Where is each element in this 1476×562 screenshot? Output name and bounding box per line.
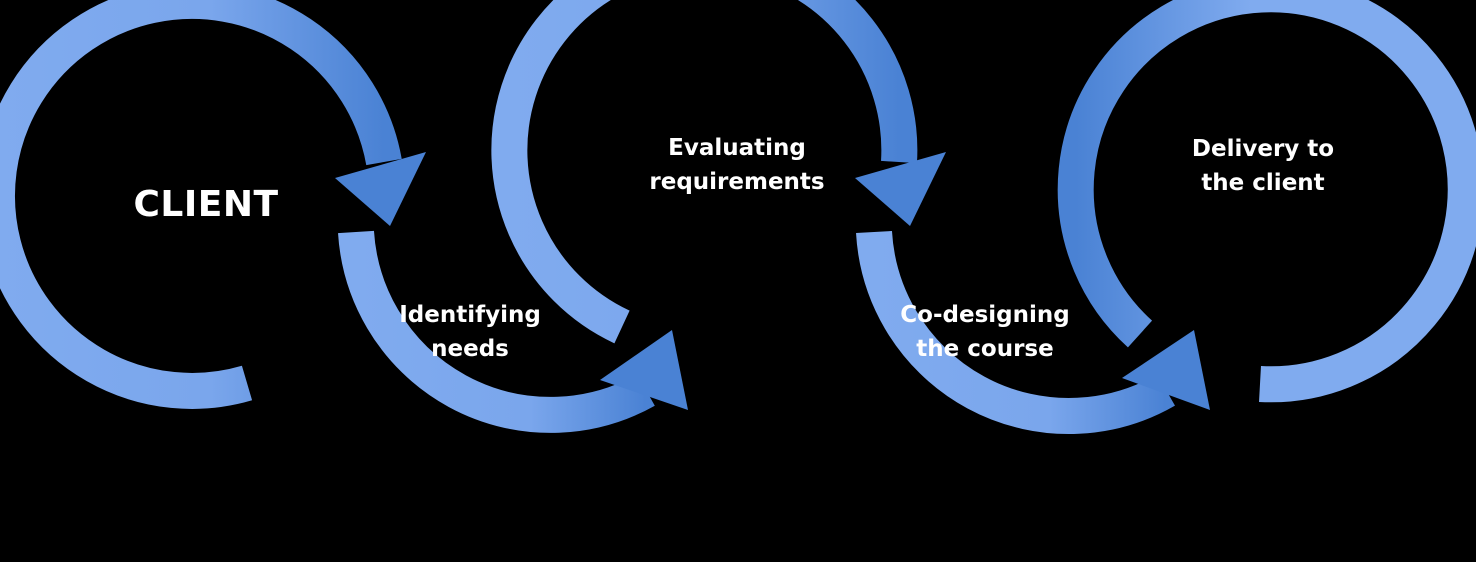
evaluating-requirements-arrowhead xyxy=(855,152,946,226)
client-ring xyxy=(0,0,426,409)
evaluating-requirements-ring xyxy=(491,0,946,344)
stage-label-identifying-needs: Identifying needs xyxy=(370,298,570,366)
delivery-ring xyxy=(1057,0,1476,403)
stage-label-evaluating-requirements: Evaluating requirements xyxy=(612,131,862,199)
evaluating-requirements-arc xyxy=(491,0,918,344)
co-designing-arrowhead xyxy=(1122,330,1210,410)
co-designing-arc xyxy=(856,230,1175,435)
stage-label-evaluating-requirements-line-1: Evaluating xyxy=(668,135,806,161)
delivery-arc xyxy=(1057,0,1476,403)
stage-label-co-designing: Co-designing the course xyxy=(860,298,1110,366)
identifying-needs-arrowhead xyxy=(600,330,688,410)
stage-label-delivery: Delivery to the client xyxy=(1153,132,1373,200)
client-arrowhead xyxy=(335,152,426,226)
stage-label-client: CLIENT xyxy=(106,185,306,225)
identifying-needs-arc xyxy=(338,230,655,433)
stage-label-delivery-line-2: the client xyxy=(1201,170,1325,196)
stage-label-identifying-needs-line-1: Identifying xyxy=(399,302,541,328)
co-designing-ring xyxy=(856,230,1210,435)
stage-label-co-designing-line-2: the course xyxy=(916,336,1054,362)
stage-label-evaluating-requirements-line-2: requirements xyxy=(649,169,825,195)
identifying-needs-ring xyxy=(338,230,688,433)
client-ring-arc xyxy=(0,0,402,409)
stage-label-co-designing-line-1: Co-designing xyxy=(900,302,1070,328)
stage-label-client-line-1: CLIENT xyxy=(133,184,279,225)
stage-label-delivery-line-1: Delivery to xyxy=(1191,136,1335,162)
stage-label-identifying-needs-line-2: needs xyxy=(431,336,509,362)
